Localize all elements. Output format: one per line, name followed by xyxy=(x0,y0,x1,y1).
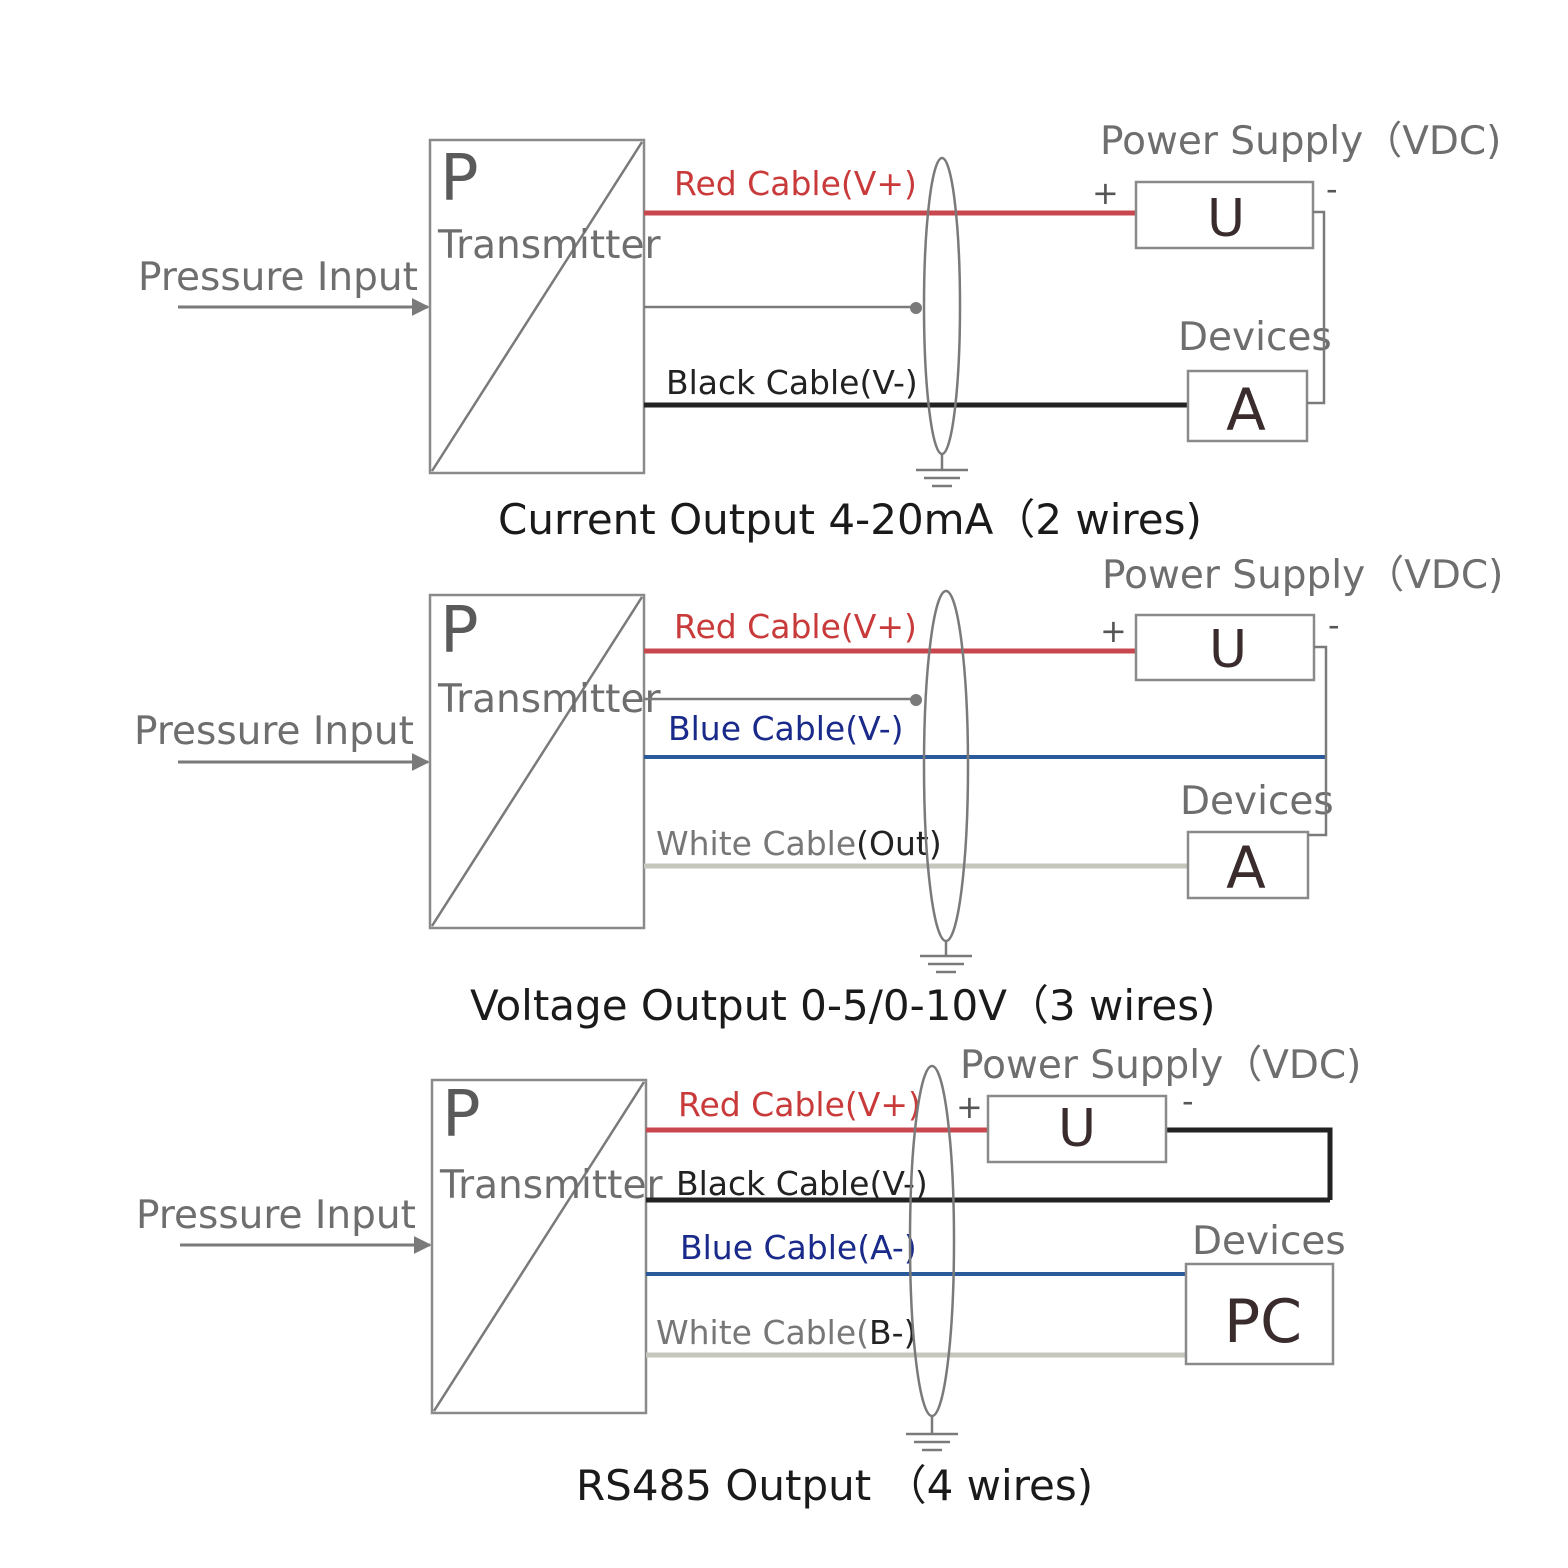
cable-shield xyxy=(922,589,970,943)
transmitter-diagonal xyxy=(432,1081,646,1412)
black-cable-label: Black Cable(V-) xyxy=(666,363,918,402)
caption: Current Output 4-20mA（2 wires) xyxy=(498,495,1202,544)
pressure-input-label: Pressure Input xyxy=(134,709,414,754)
caption: Voltage Output 0-5/0-10V（3 wires) xyxy=(470,981,1215,1030)
supply-symbol: U xyxy=(1207,189,1245,249)
blue-cable-label: Blue Cable(V-) xyxy=(668,709,904,748)
power-supply-label: Power Supply（VDC) xyxy=(960,1043,1361,1088)
red-cable-label: Red Cable(V+) xyxy=(674,164,917,203)
supply-symbol: U xyxy=(1209,620,1247,680)
minus-sign: - xyxy=(1326,170,1338,208)
transmitter-letter: P xyxy=(440,594,479,668)
device-symbol: A xyxy=(1226,376,1266,444)
supply-symbol: U xyxy=(1058,1099,1096,1159)
white-cable-name: White Cable( xyxy=(656,1313,869,1352)
white-cable-suffix: (Out) xyxy=(856,824,942,863)
white-cable-label: White Cable(B-) xyxy=(656,1313,916,1352)
supply-device-link xyxy=(1307,210,1326,405)
white-cable-suffix: B-) xyxy=(869,1313,916,1352)
ground-icon xyxy=(920,941,972,974)
transmitter-diagonal xyxy=(430,596,644,927)
minus-sign: - xyxy=(1182,1082,1194,1120)
power-supply-label: Power Supply（VDC) xyxy=(1102,553,1503,598)
plus-sign: + xyxy=(1100,612,1127,650)
transmitter-label: Transmitter xyxy=(437,677,661,722)
black-cable-label: Black Cable(V-) xyxy=(676,1164,928,1203)
device-box xyxy=(1186,830,1310,900)
power-supply-label: Power Supply（VDC) xyxy=(1100,119,1501,164)
plus-sign: + xyxy=(956,1088,983,1126)
diagram-current-output: Pressure Input P Transmitter Red Cable(V… xyxy=(138,119,1501,544)
diagram-rs485-output: Pressure Input P Transmitter Red Cable(V… xyxy=(136,1043,1361,1510)
red-cable-label: Red Cable(V+) xyxy=(678,1085,921,1124)
transmitter-label: Transmitter xyxy=(439,1163,663,1208)
supply-return-wire xyxy=(1166,1127,1333,1200)
red-cable-label: Red Cable(V+) xyxy=(674,607,917,646)
transmitter-letter: P xyxy=(442,1078,481,1152)
pressure-input-label: Pressure Input xyxy=(136,1193,416,1238)
white-cable-label: White Cable(Out) xyxy=(656,824,942,863)
device-box xyxy=(1186,369,1309,443)
transmitter-letter: P xyxy=(440,142,479,216)
devices-label: Devices xyxy=(1178,315,1332,360)
cable-shield xyxy=(922,156,962,456)
transmitter-diagonal xyxy=(430,141,644,472)
shield-junction xyxy=(910,694,922,706)
device-box xyxy=(1184,1262,1335,1366)
ground-icon xyxy=(906,1416,958,1452)
minus-sign: - xyxy=(1328,606,1340,644)
caption: RS485 Output （4 wires) xyxy=(576,1461,1093,1510)
devices-label: Devices xyxy=(1192,1219,1346,1264)
devices-label: Devices xyxy=(1180,779,1334,824)
plus-sign: + xyxy=(1092,174,1119,212)
device-symbol: A xyxy=(1226,834,1266,902)
shield-junction xyxy=(910,302,922,314)
supply-device-link xyxy=(1308,645,1328,837)
transmitter-label: Transmitter xyxy=(437,223,661,268)
white-cable-name: White Cable xyxy=(656,824,856,863)
power-supply-box xyxy=(986,1094,1168,1164)
ground-icon xyxy=(916,454,968,488)
diagram-voltage-output: Pressure Input P Transmitter Red Cable(V… xyxy=(134,553,1503,1030)
blue-cable-label: Blue Cable(A-) xyxy=(680,1228,917,1267)
power-supply-box xyxy=(1134,180,1315,250)
pressure-input-label: Pressure Input xyxy=(138,255,418,300)
device-symbol: PC xyxy=(1224,1287,1302,1357)
